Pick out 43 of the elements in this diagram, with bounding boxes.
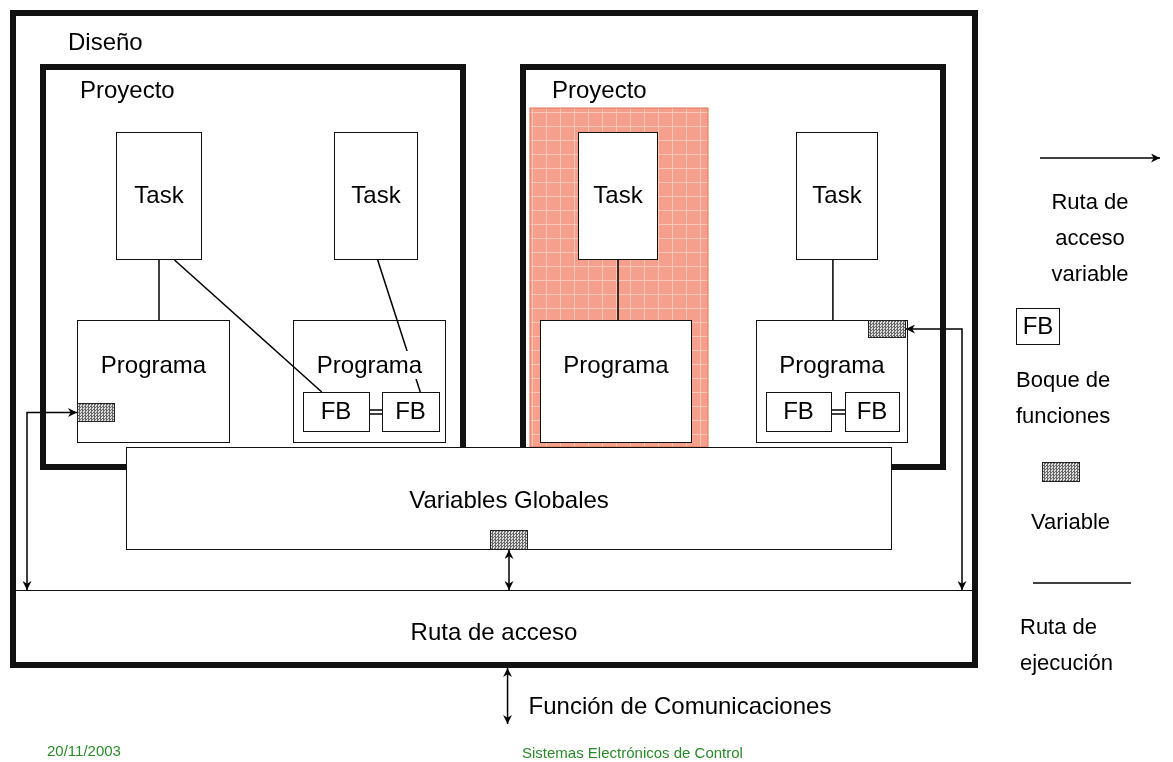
- task-box: [334, 132, 418, 260]
- function-block-box: [381, 391, 440, 432]
- program-box: [756, 320, 908, 443]
- double-headed-arrow: [22, 408, 78, 591]
- variable-marker: [76, 402, 115, 422]
- box-label: Programa: [315, 350, 424, 379]
- frame-title: Proyecto: [80, 76, 175, 104]
- program-box: [293, 320, 446, 443]
- connector-line: [369, 409, 383, 415]
- footer-title: Sistemas Electrónicos de Control: [522, 744, 743, 762]
- frame-title: Diseño: [68, 28, 143, 56]
- connector-line: [173, 259, 323, 393]
- box-label: Variables Globales: [408, 485, 610, 514]
- task-box: [578, 132, 658, 260]
- connector-line: [832, 259, 834, 321]
- double-headed-arrow: [905, 324, 967, 591]
- frame-title: Proyecto: [552, 76, 647, 104]
- double-headed-arrow: [503, 667, 513, 725]
- design-frame: [10, 10, 978, 668]
- program-box: [540, 320, 692, 443]
- global-variables-box: [126, 447, 892, 550]
- function-block-box: [765, 391, 832, 432]
- band-label: Ruta de acceso: [409, 617, 579, 646]
- legend-label: Ruta de ejecución: [1020, 613, 1114, 677]
- connector-line: [158, 259, 160, 321]
- legend-function-block-sample: FB: [1016, 308, 1060, 345]
- function-block-box: [844, 391, 900, 432]
- legend-label: Ruta de acceso variable: [1050, 188, 1130, 288]
- legend-label: Boque de funciones: [1016, 366, 1112, 430]
- program-box: [77, 320, 230, 443]
- double-headed-arrow: [504, 549, 514, 591]
- function-block-box: [302, 391, 370, 432]
- variable-marker: [489, 529, 528, 550]
- edge-label: Función de Comunicaciones: [528, 692, 832, 720]
- legend-label: Variable: [1031, 508, 1112, 536]
- project-frame: [40, 64, 466, 447]
- variable-marker: [867, 319, 906, 338]
- date-footer: 20/11/2003: [47, 742, 121, 760]
- task-box: [116, 132, 202, 260]
- connector-line: [831, 409, 846, 415]
- connector-line: [617, 259, 619, 321]
- task-box: [796, 132, 878, 260]
- project-frame: [520, 64, 946, 447]
